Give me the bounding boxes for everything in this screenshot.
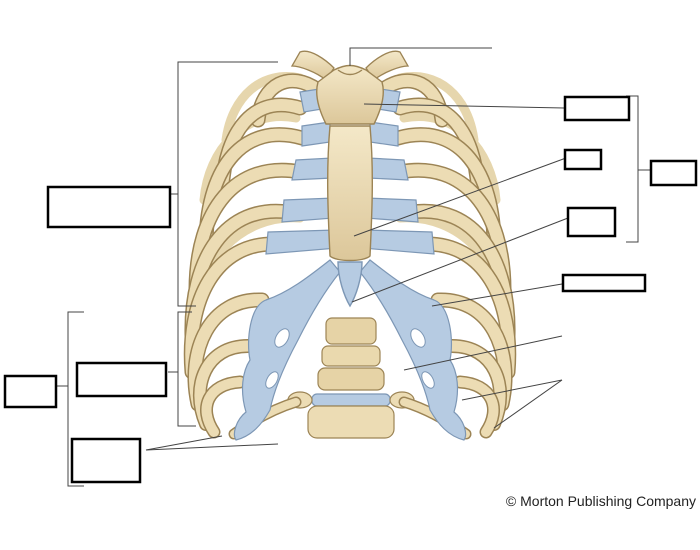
label-box-manubrium[interactable] — [563, 95, 631, 122]
label-box-ribs[interactable] — [3, 374, 58, 409]
label-box-xiphoid-process[interactable] — [566, 206, 617, 238]
thoracic-vertebrae — [287, 317, 415, 439]
copyright-notice: © Morton Publishing Company — [505, 493, 696, 509]
costal-cartilages — [233, 87, 467, 441]
label-box-true-ribs[interactable] — [46, 185, 172, 229]
label-box-body-of-sternum[interactable] — [563, 148, 603, 171]
label-box-costal-cartilage[interactable] — [561, 273, 647, 293]
label-box-false-ribs[interactable] — [75, 361, 168, 398]
label-box-sternum[interactable] — [649, 159, 698, 187]
cartilage-gaps — [265, 328, 435, 389]
label-box-floating-ribs[interactable] — [70, 437, 142, 484]
leader-lines — [56, 47, 650, 487]
label-boxes — [3, 95, 698, 484]
xiphoid-process — [337, 261, 363, 308]
manubrium — [316, 64, 384, 125]
body-of-sternum — [326, 125, 374, 262]
sternum — [316, 64, 384, 308]
